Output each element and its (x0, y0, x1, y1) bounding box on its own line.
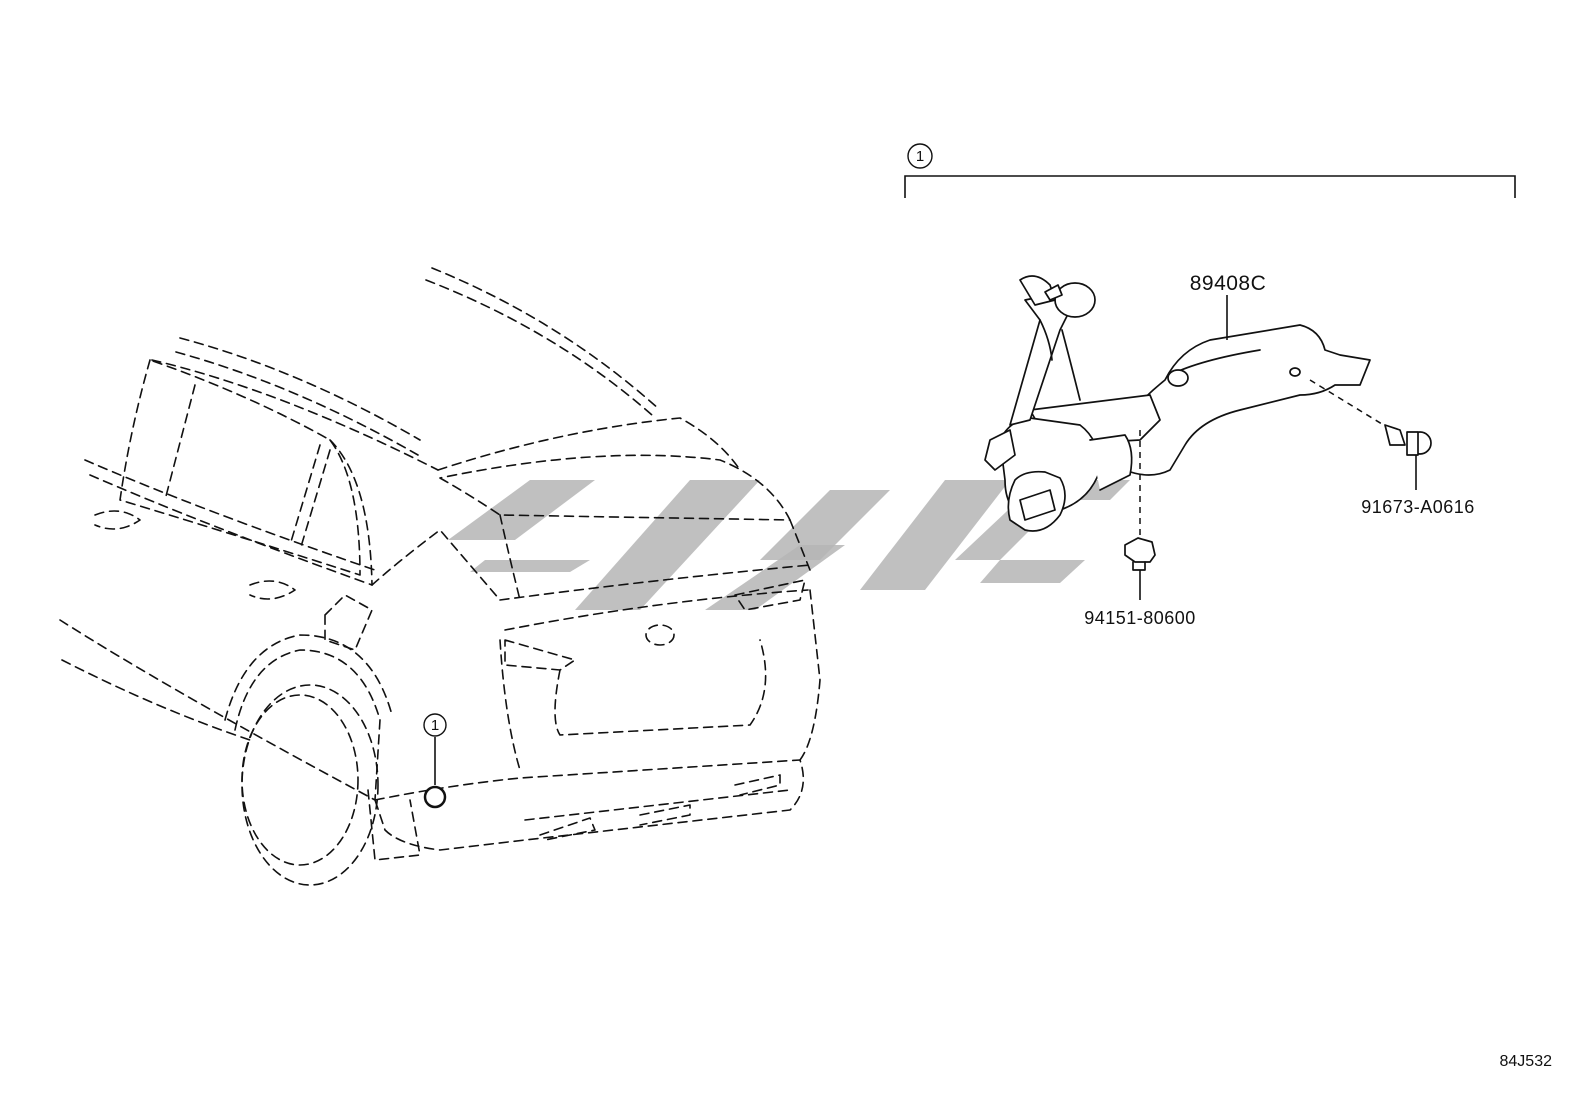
nut-part (1124, 430, 1156, 600)
bolt-part-number: 91673-A0616 (1361, 497, 1475, 517)
vehicle-illustration (59, 267, 821, 886)
callout-top: 1 (907, 143, 933, 169)
height-sensor-part (984, 275, 1371, 532)
callout-car: 1 (423, 713, 447, 737)
nut-part-number: 94151-80600 (1084, 608, 1196, 628)
diagram-reference-code: 84J532 (1500, 1053, 1553, 1070)
assembly-bracket (904, 175, 1516, 198)
callout-top-number: 1 (916, 148, 924, 165)
sensor-location-marker (423, 785, 447, 809)
callout-car-number: 1 (431, 717, 439, 734)
bolt-part (1309, 379, 1432, 490)
sensor-part-number: 89408C (1190, 272, 1267, 295)
